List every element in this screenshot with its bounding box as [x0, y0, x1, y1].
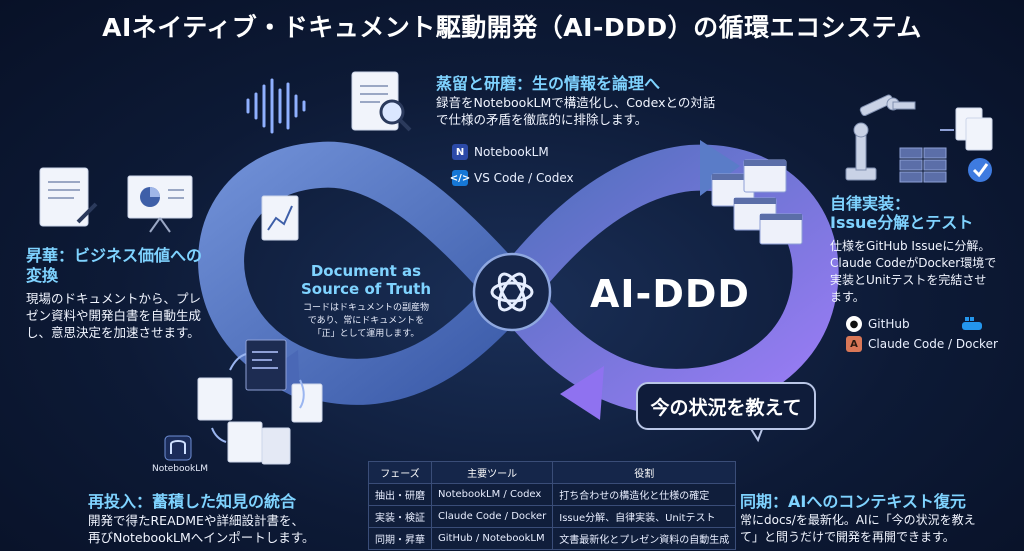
presentation-board-icon	[127, 175, 193, 233]
table-header: 役割	[552, 461, 737, 484]
loop-arrow-bottom-right	[560, 366, 604, 420]
distill-line-1: 録音をNotebookLMで構造化し、Codexとの対話	[436, 95, 716, 110]
code-blocks-icon	[899, 147, 947, 183]
sublimation-heading-1: 昇華：ビジネス価値への	[26, 246, 203, 265]
autonomous-heading-1: 自律実装：	[830, 194, 911, 213]
tool-vscode: </> VS Code / Codex	[449, 170, 574, 186]
table-cell: 打ち合わせの構造化と仕様の確定	[552, 483, 737, 506]
center-desc-3: 「正」として運用します。	[312, 329, 420, 339]
tool-notebooklm: N NotebookLM	[452, 144, 549, 160]
sublimation-heading-2: 変換	[26, 266, 59, 285]
docker-icon	[960, 314, 984, 336]
center-heading-2: Source of Truth	[300, 280, 432, 298]
document-cycle-icon	[197, 339, 323, 465]
sync-line-2: て」と問うだけで開発を再開できます。	[740, 530, 955, 544]
notebooklm-icon: N	[452, 144, 468, 160]
document-magnifier-icon	[351, 71, 412, 132]
table-row: 同期・昇華 GitHub / NotebookLM 文書最新化とプレゼン資料の自…	[368, 527, 737, 550]
claude-icon: A	[846, 336, 862, 352]
center-heading-1: Document as	[310, 262, 422, 280]
table-cell: 実装・検証	[368, 505, 432, 528]
center-desc-2: であり、常にドキュメントを	[307, 316, 425, 326]
table-cell: Issue分解、自律実装、Unitテスト	[552, 505, 737, 528]
role-table: フェーズ 主要ツール 役割 抽出・研磨 NotebookLM / Codex 打…	[368, 461, 737, 550]
table-cell: 抽出・研磨	[368, 483, 432, 506]
github-icon: ●	[846, 316, 862, 332]
sublimation-line-3: し、意思決定を加速させます。	[26, 325, 200, 340]
table-header-row: フェーズ 主要ツール 役割	[368, 461, 737, 484]
ai-ddd-label: AI-DDD	[590, 272, 750, 316]
chart-document-icon	[261, 195, 299, 241]
table-cell: Claude Code / Docker	[430, 505, 554, 528]
autonomous-line-2: Claude CodeがDocker環境で	[830, 256, 997, 270]
tool-claude-docker: A Claude Code / Docker	[846, 336, 998, 352]
reinput-line-2: 再びNotebookLMへインポートします。	[88, 530, 315, 545]
stacked-docs-icon	[940, 107, 993, 151]
distill-heading: 蒸留と研磨：生の情報を論理へ	[436, 74, 661, 93]
vscode-icon: </>	[450, 170, 470, 186]
robot-arm-icon	[845, 94, 916, 181]
notebooklm-logo-icon	[164, 435, 192, 461]
sublimation-line-1: 現場のドキュメントから、プレ	[26, 291, 202, 306]
sync-line-1: 常にdocs/を最新化。AIに「今の状況を教え	[740, 513, 976, 527]
center-desc-1: コードはドキュメントの副産物	[302, 303, 429, 313]
autonomous-heading-2: Issue分解とテスト	[830, 213, 974, 232]
reinput-heading: 再投入：蓄積した知見の統合	[88, 492, 297, 511]
document-pen-icon	[39, 167, 98, 227]
table-header: 主要ツール	[430, 461, 554, 484]
check-circle-icon	[968, 158, 992, 182]
tool-github: ● GitHub	[846, 316, 910, 332]
table-cell: GitHub / NotebookLM	[430, 527, 554, 550]
autonomous-line-1: 仕様をGitHub Issueに分解。	[830, 239, 991, 253]
table-row: 抽出・研磨 NotebookLM / Codex 打ち合わせの構造化と仕様の確定	[368, 483, 737, 506]
distill-line-2: で仕様の矛盾を徹底的に排除します。	[436, 112, 648, 127]
table-cell: 文書最新化とプレゼン資料の自動生成	[552, 527, 737, 550]
loop-right-lobe	[489, 144, 839, 415]
table-cell: 同期・昇華	[368, 527, 432, 550]
code-windows-icon	[711, 159, 803, 245]
table-cell: NotebookLM / Codex	[430, 483, 554, 506]
loop-arrow-top-right	[700, 140, 740, 196]
autonomous-line-3: 実装とUnitテストを完結させ	[830, 273, 987, 287]
notebooklm-small-label: NotebookLM	[152, 464, 209, 474]
sublimation-line-2: ゼン資料や開発白書を自動生成	[26, 308, 202, 323]
sound-wave-icon	[246, 78, 306, 134]
loop-left-lobe	[198, 141, 535, 405]
reinput-line-1: 開発で得たREADMEや詳細設計書を、	[88, 513, 304, 528]
page-title: AIネイティブ・ドキュメント駆動開発（AI-DDD）の循環エコシステム	[102, 13, 922, 42]
table-header: フェーズ	[368, 461, 432, 484]
ai-logo-icon	[490, 272, 534, 312]
speech-bubble: 今の状況を教えて	[636, 382, 816, 430]
table-row: 実装・検証 Claude Code / Docker Issue分解、自律実装、…	[368, 505, 737, 528]
autonomous-line-4: ます。	[830, 290, 865, 304]
sync-heading: 同期：AIへのコンテキスト復元	[740, 492, 966, 511]
center-block: Document as Source of Truth コードはドキュメントの副…	[286, 262, 446, 341]
